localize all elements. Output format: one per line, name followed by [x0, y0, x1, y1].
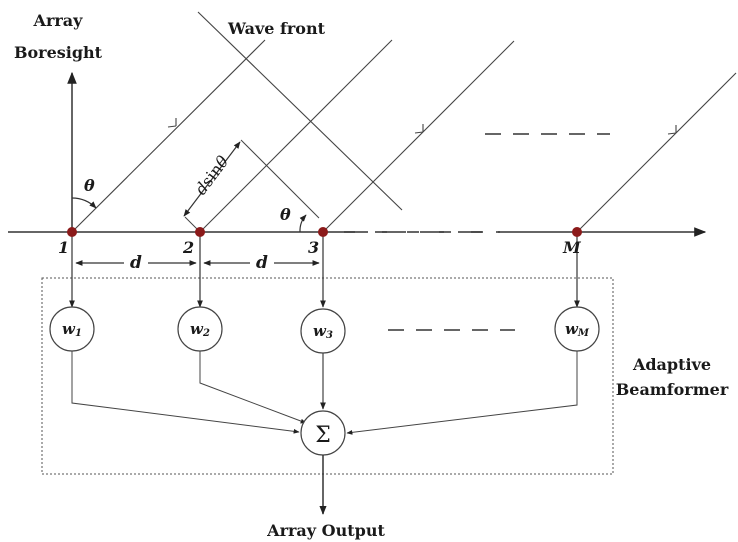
d-label-bg-2: [250, 252, 274, 274]
dsin-extension-2: [240, 139, 320, 219]
dsin-dimension: [183, 141, 241, 217]
boresight-label-line2: Boresight: [14, 43, 103, 62]
sum-symbol: Σ: [315, 423, 331, 448]
weight-m-base: w: [565, 320, 579, 338]
array-output-label: Array Output: [266, 521, 385, 540]
incident-ray-2: [199, 39, 393, 233]
ray-1-arrowhead: [167, 118, 177, 128]
array-element-2: [195, 227, 205, 237]
element-label-m: M: [562, 238, 582, 257]
theta-arc-1: [71, 197, 97, 209]
weight-label-1: w1: [62, 320, 82, 339]
weight-label-2: w2: [190, 320, 210, 339]
ray-3-arrowhead: [414, 124, 424, 134]
weight-m-sub: M: [577, 328, 590, 339]
theta-label-2: θ: [280, 205, 291, 224]
weight-1-base: w: [62, 320, 76, 338]
theta-label-1: θ: [84, 176, 95, 195]
array-element-1: [67, 227, 77, 237]
adaptive-beamformer-box: [41, 277, 614, 475]
weight-label-m: wM: [565, 320, 590, 339]
adaptive-label-line1: Adaptive: [632, 355, 711, 374]
theta-arc-2: [299, 214, 307, 233]
weight-1-sub: 1: [75, 328, 82, 339]
dsin-label: dsinθ: [191, 152, 233, 198]
sum-line-2: [199, 351, 307, 424]
spacing-label-1: d: [130, 253, 142, 273]
wave-front-line: [197, 11, 403, 211]
weight-3-sub: 3: [326, 330, 333, 341]
weight-3-base: w: [313, 322, 327, 340]
wave-front-label: Wave front: [227, 19, 326, 38]
adaptive-label-line2: Beamformer: [616, 380, 729, 399]
sum-line-m: [346, 351, 578, 435]
element-label-2: 2: [182, 238, 194, 257]
incident-ray-m: [576, 72, 737, 233]
weight-label-3: w3: [313, 322, 333, 341]
weight-2-base: w: [190, 320, 204, 338]
sum-line-1: [71, 351, 300, 434]
weight-2-sub: 2: [202, 328, 210, 339]
d-label-bg-1: [124, 252, 148, 274]
array-element-3: [318, 227, 328, 237]
element-label-1: 1: [58, 238, 69, 257]
ray-m-arrowhead: [667, 125, 677, 135]
spacing-label-2: d: [256, 253, 268, 273]
incident-ray-3: [322, 40, 515, 233]
incident-ray-1: [71, 39, 266, 233]
array-element-m: [572, 227, 582, 237]
element-label-3: 3: [308, 238, 319, 257]
boresight-label-line1: Array: [33, 11, 84, 30]
